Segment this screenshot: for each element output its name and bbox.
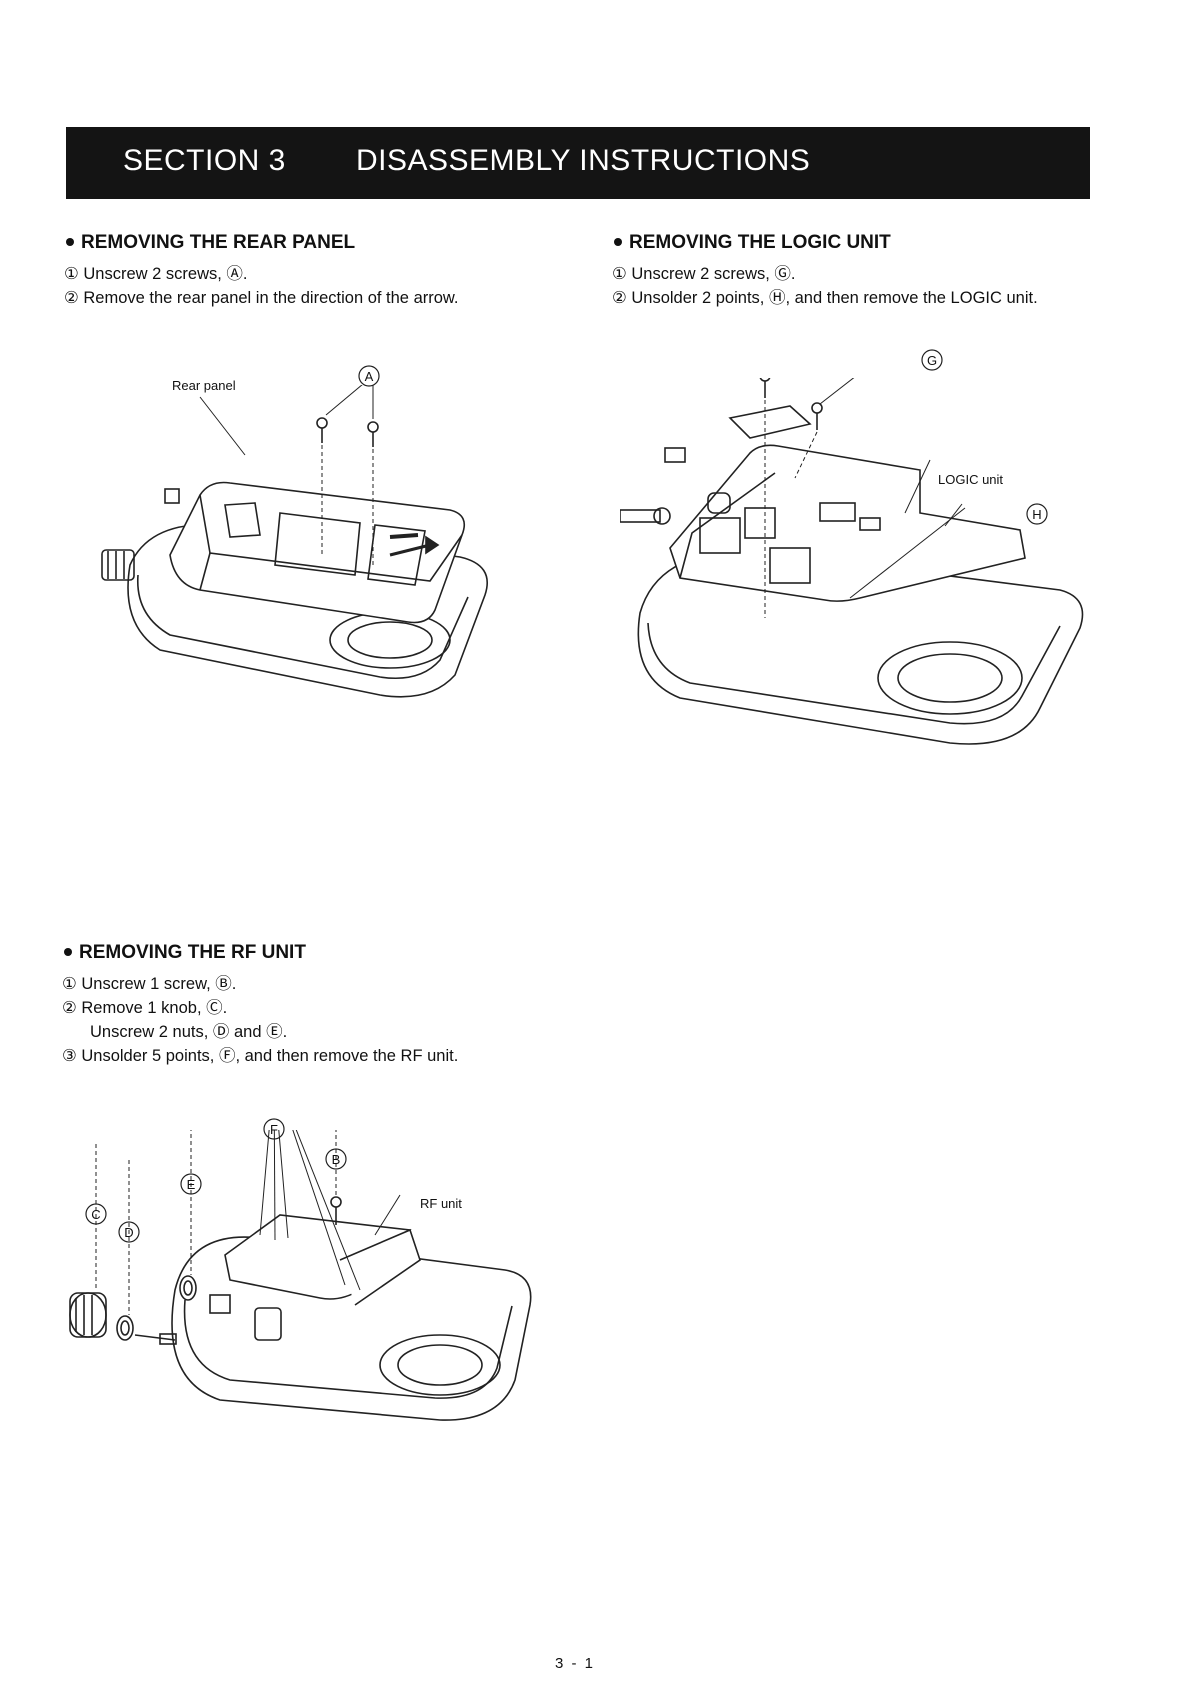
screw-icon <box>330 1196 342 1225</box>
callout-b-icon: B <box>325 1148 347 1170</box>
svg-text:H: H <box>1032 507 1041 522</box>
svg-text:F: F <box>270 1122 278 1137</box>
svg-text:A: A <box>365 369 374 384</box>
screw-icon <box>759 378 771 618</box>
logic-unit-instructions: REMOVING THE LOGIC UNIT ① Unscrew 2 scre… <box>612 232 1038 310</box>
callout-g-icon: G <box>921 349 943 371</box>
section-title: DISASSEMBLY INSTRUCTIONS <box>356 144 811 177</box>
rf-unit-instructions: REMOVING THE RF UNIT ① Unscrew 1 screw, … <box>62 942 458 1068</box>
callout-e-icon: E <box>180 1173 202 1195</box>
svg-text:G: G <box>927 353 937 368</box>
rear-panel-heading: REMOVING THE REAR PANEL <box>64 232 459 254</box>
logic-unit-label: LOGIC unit <box>938 472 1004 487</box>
rear-panel-step-1: ① Unscrew 2 screws, Ⓐ. <box>64 265 248 283</box>
rear-panel-label: Rear panel <box>172 378 236 393</box>
rear-panel-instructions: REMOVING THE REAR PANEL ① Unscrew 2 scre… <box>64 232 459 310</box>
section-number: SECTION 3 <box>123 144 286 177</box>
screw-icon <box>794 402 823 479</box>
callout-f-icon: F <box>263 1118 285 1140</box>
knob-icon <box>69 1292 107 1338</box>
rf-unit-diagram <box>69 1130 532 1421</box>
rf-unit-step-3: ③ Unsolder 5 points, Ⓕ, and then remove … <box>62 1047 459 1065</box>
rear-panel-step-2: ② Remove the rear panel in the direction… <box>64 289 459 307</box>
svg-text:B: B <box>332 1152 341 1167</box>
svg-text:D: D <box>124 1225 133 1240</box>
bullet-icon <box>64 947 72 956</box>
bullet-icon <box>66 237 74 246</box>
rf-unit-step-2b: Unscrew 2 nuts, Ⓓ and Ⓔ. <box>90 1023 288 1041</box>
logic-unit-diagram <box>620 378 1084 745</box>
rf-unit-label: RF unit <box>420 1196 462 1211</box>
bullet-icon <box>614 237 622 246</box>
callout-h-icon: H <box>1026 503 1048 525</box>
svg-text:C: C <box>91 1207 100 1222</box>
callout-a-icon: A <box>358 365 380 387</box>
logic-unit-step-2: ② Unsolder 2 points, Ⓗ, and then remove … <box>612 289 1038 307</box>
screw-icon <box>367 421 379 565</box>
screw-icon <box>316 417 328 555</box>
callout-d-icon: D <box>118 1221 140 1243</box>
rf-unit-heading: REMOVING THE RF UNIT <box>62 942 458 964</box>
logic-unit-heading: REMOVING THE LOGIC UNIT <box>612 232 1038 254</box>
section-banner: SECTION 3 DISASSEMBLY INSTRUCTIONS <box>66 127 1090 199</box>
rear-panel-diagram <box>101 385 488 698</box>
svg-text:E: E <box>187 1177 196 1192</box>
page-number: 3 - 1 <box>555 1655 596 1672</box>
rf-unit-step-2: ② Remove 1 knob, Ⓒ. <box>62 999 228 1017</box>
logic-unit-step-1: ① Unscrew 2 screws, Ⓖ. <box>612 265 796 283</box>
callout-c-icon: C <box>85 1203 107 1225</box>
rf-unit-step-1: ① Unscrew 1 screw, Ⓑ. <box>62 975 237 993</box>
